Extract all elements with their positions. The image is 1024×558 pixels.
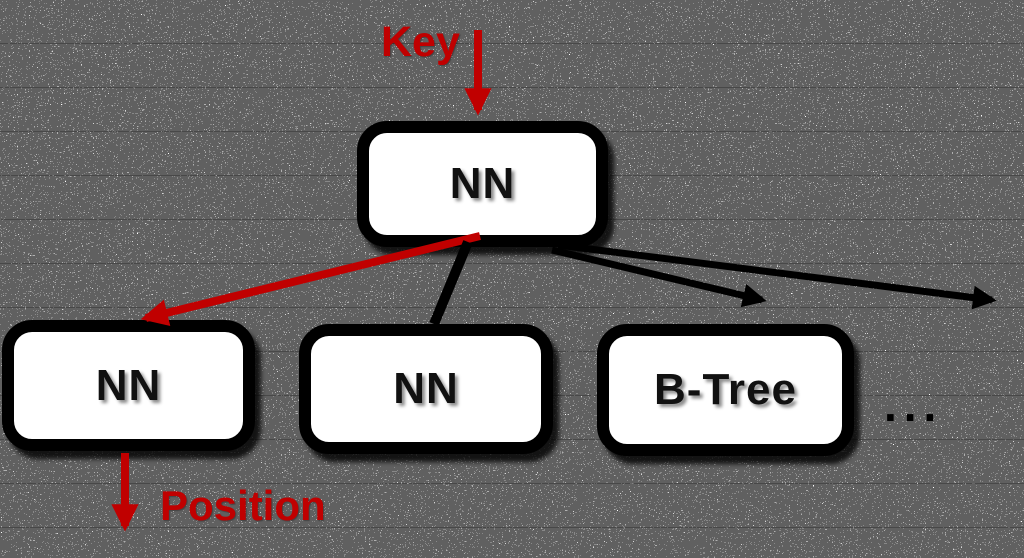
- position-output-label: Position: [160, 482, 326, 529]
- node-child-middle-label: NN: [393, 364, 459, 413]
- node-child-left-label: NN: [95, 360, 162, 410]
- node-child-nn-middle: NN: [299, 324, 553, 454]
- more-children-ellipsis: ...: [884, 379, 944, 431]
- node-child-btree: B-Tree: [597, 324, 854, 456]
- node-child-nn-left: NN: [2, 320, 255, 451]
- node-root-nn: NN: [357, 121, 608, 247]
- key-input-label: Key: [381, 18, 460, 66]
- node-root-label: NN: [449, 159, 516, 208]
- node-child-btree-label: B-Tree: [654, 365, 797, 414]
